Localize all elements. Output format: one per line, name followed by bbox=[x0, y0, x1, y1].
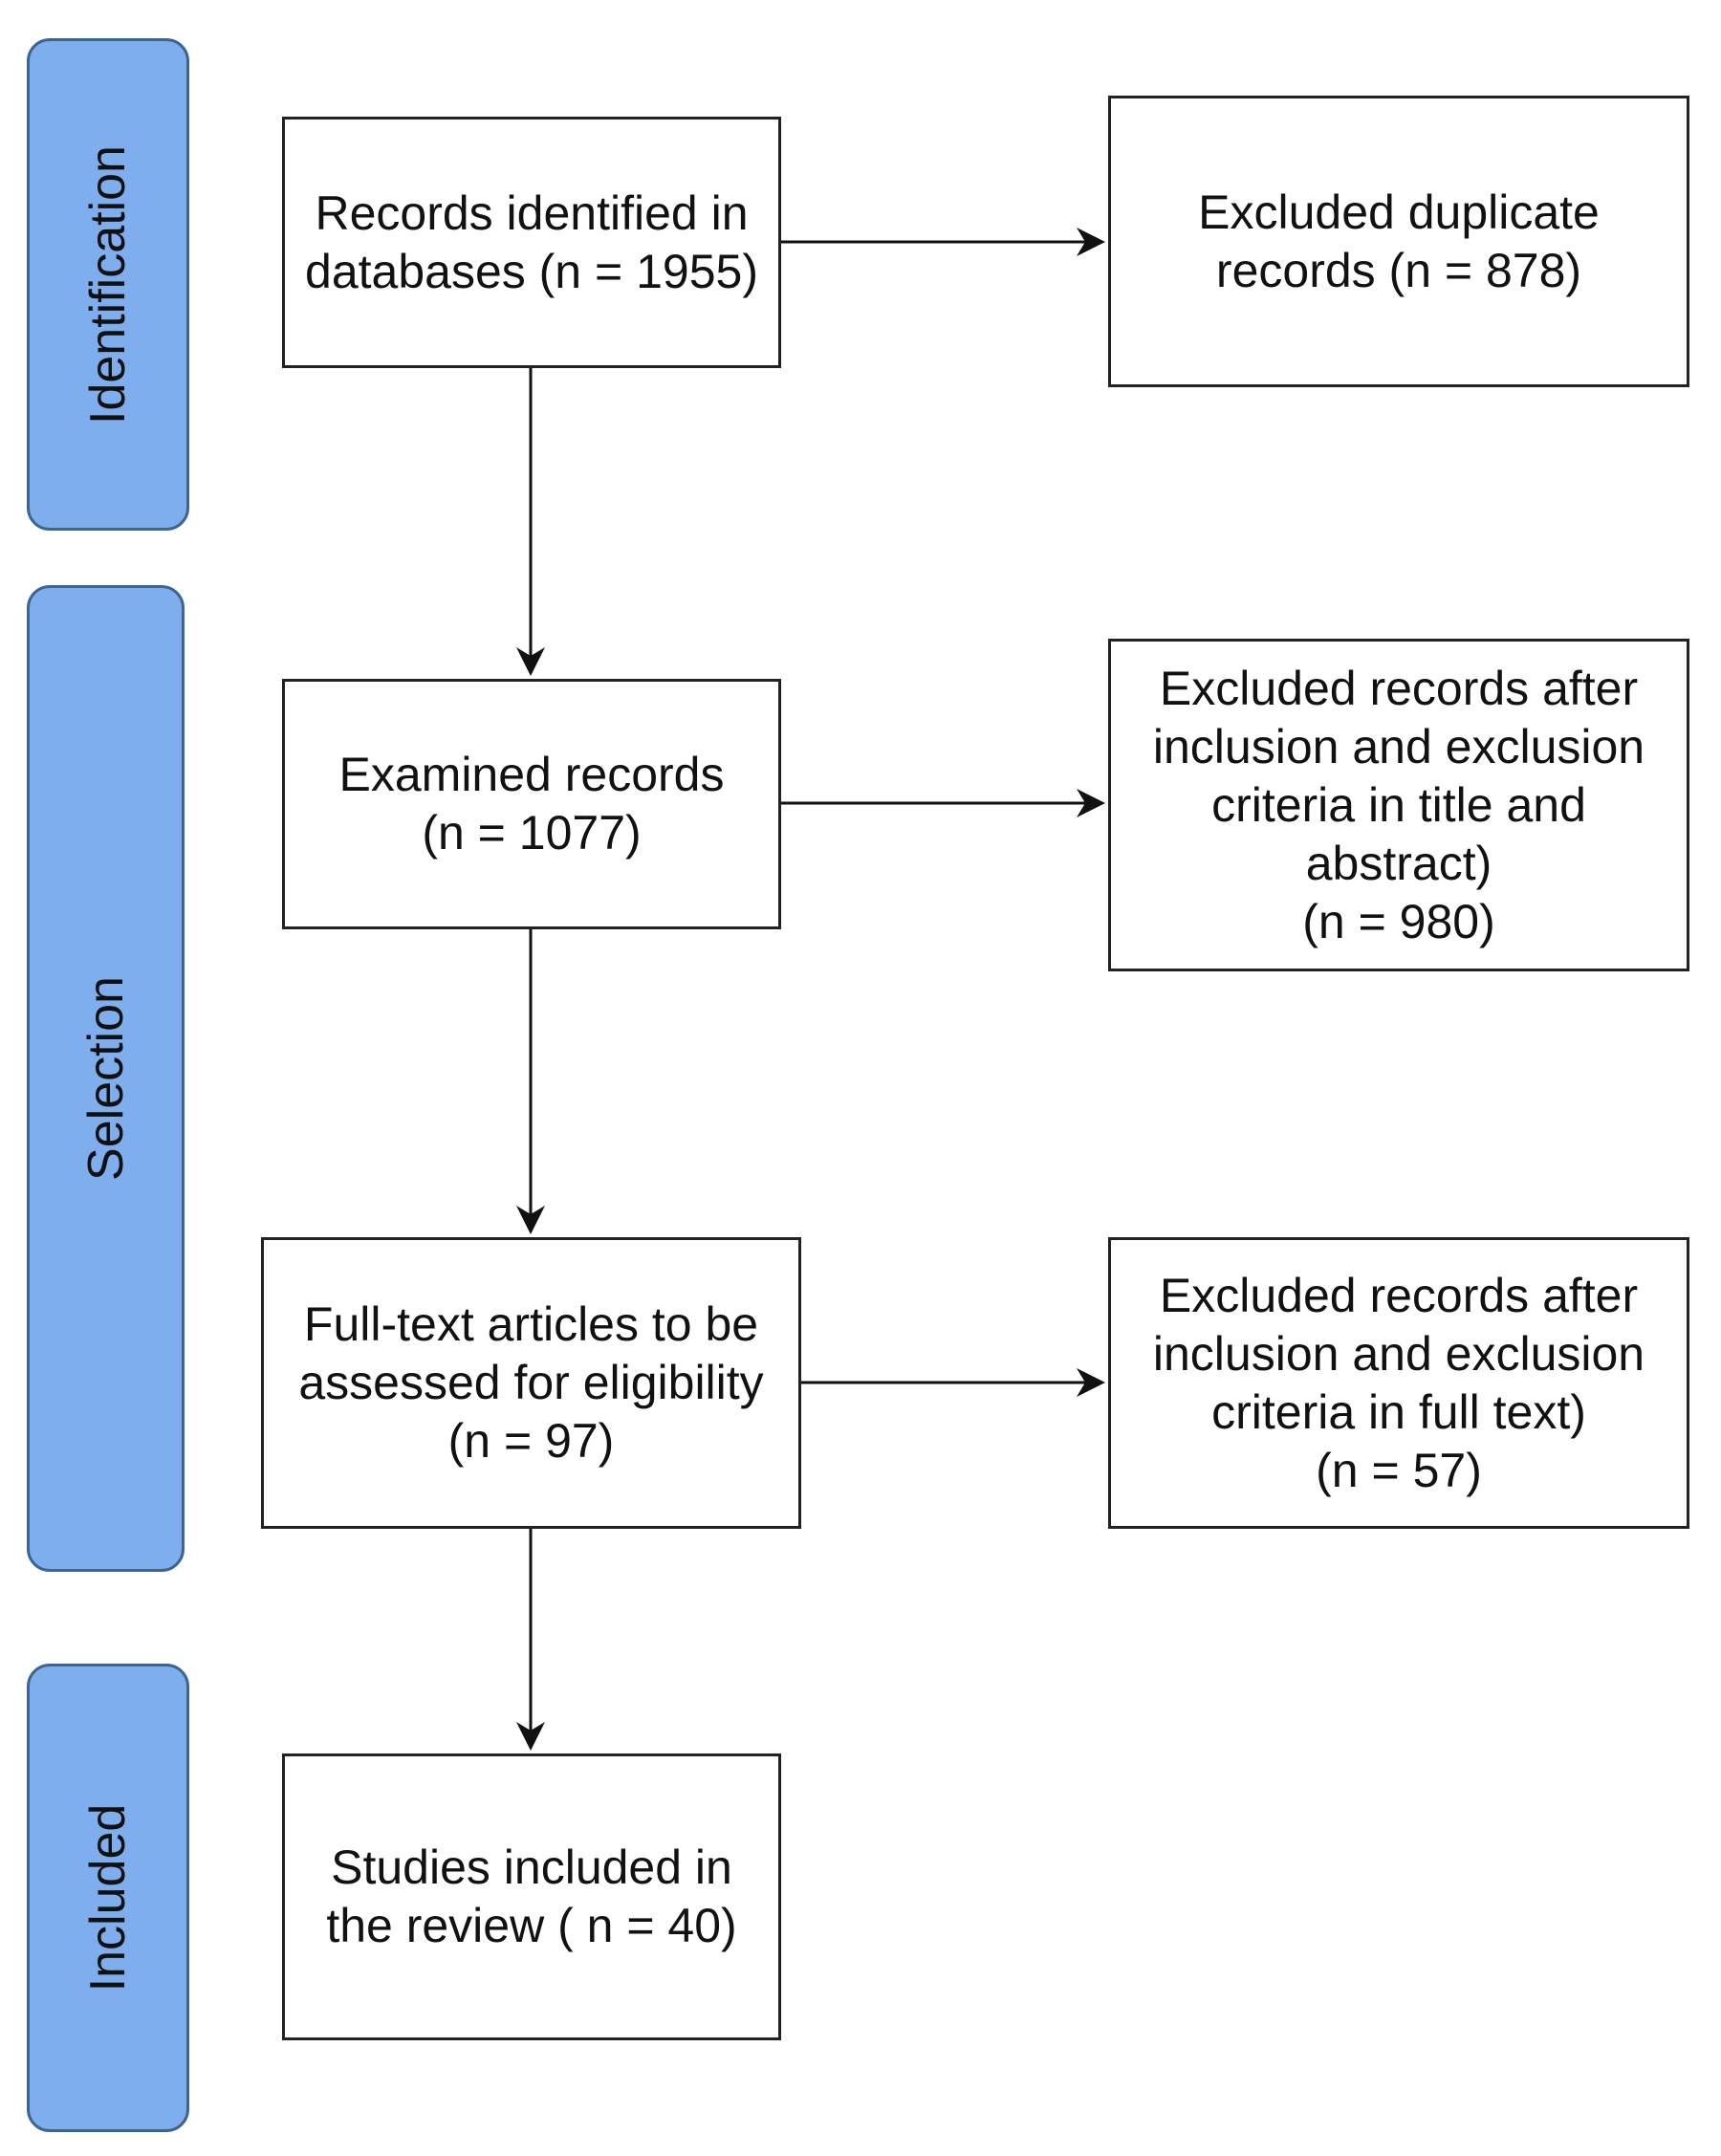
box-examined-records: Examined records (n = 1077) bbox=[282, 679, 781, 929]
examined-records-text: Examined records (n = 1077) bbox=[338, 748, 725, 860]
records-identified-text: Records identified in databases (n = 195… bbox=[305, 185, 758, 298]
phase-identification-label: Identification bbox=[80, 144, 136, 425]
phase-selection-label: Selection bbox=[77, 976, 134, 1181]
studies-included-text: Studies included in the review ( n = 40) bbox=[326, 1840, 737, 1952]
box-full-text-articles: Full-text articles to be assessed for el… bbox=[261, 1237, 801, 1529]
box-records-identified: Records identified in databases (n = 195… bbox=[282, 117, 781, 368]
phase-included-label: Included bbox=[80, 1803, 136, 1993]
phase-selection: Selection bbox=[27, 585, 185, 1572]
box-excluded-duplicates: Excluded duplicate records (n = 878) bbox=[1108, 96, 1689, 387]
phase-included: Included bbox=[27, 1664, 189, 2132]
box-excluded-full-text: Excluded records after inclusion and exc… bbox=[1108, 1237, 1689, 1529]
full-text-articles-text: Full-text articles to be assessed for el… bbox=[298, 1297, 764, 1468]
excluded-full-text-text: Excluded records after inclusion and exc… bbox=[1152, 1268, 1645, 1497]
excluded-duplicates-text: Excluded duplicate records (n = 878) bbox=[1198, 185, 1600, 297]
box-excluded-title-abstract: Excluded records after inclusion and exc… bbox=[1108, 639, 1689, 971]
phase-identification: Identification bbox=[27, 38, 189, 531]
box-studies-included: Studies included in the review ( n = 40) bbox=[282, 1753, 781, 2040]
excluded-title-abstract-text: Excluded records after inclusion and exc… bbox=[1152, 661, 1645, 948]
